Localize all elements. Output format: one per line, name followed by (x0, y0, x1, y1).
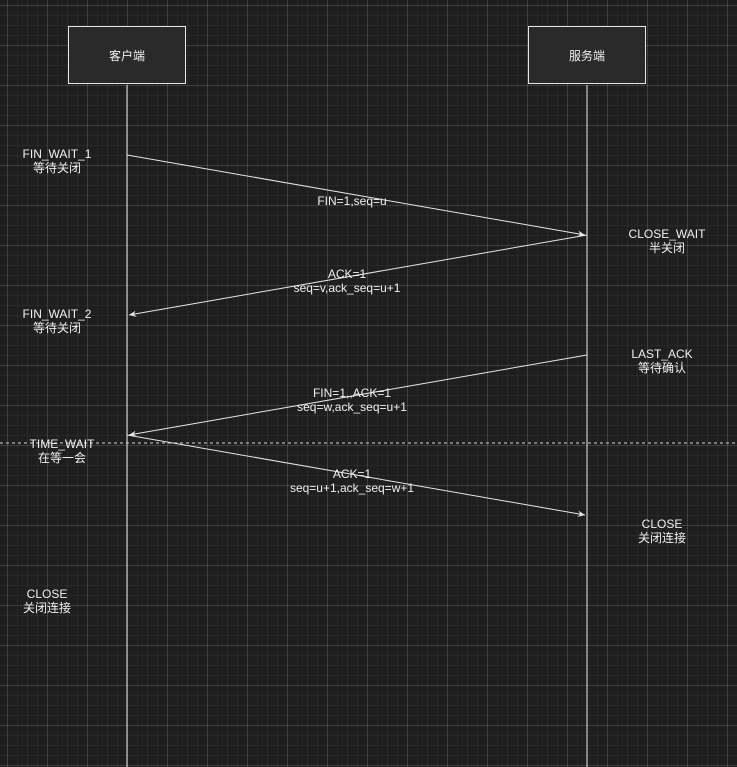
state-desc: 等待关闭 (32, 161, 81, 175)
server-state-close-wait: CLOSE_WAIT 半关闭 (619, 227, 715, 255)
server-actor-box[interactable]: 服务端 (528, 26, 646, 84)
state-desc: 半关闭 (648, 241, 685, 255)
message-line: FIN=1,seq=u (317, 194, 387, 208)
message-line: FIN=1,,ACK=1 (312, 386, 392, 400)
state-desc: 关闭连接 (637, 531, 686, 545)
client-state-fin-wait-1: FIN_WAIT_1 等待关闭 (14, 147, 100, 175)
message-line: seq=w,ack_seq=u+1 (297, 400, 407, 414)
state-desc: 在等一会 (37, 451, 86, 465)
server-state-close: CLOSE 关闭连接 (614, 517, 710, 545)
message-arrow-1 (126, 154, 586, 237)
message-label-1: FIN=1,seq=u (317, 194, 386, 208)
state-desc: 等待确认 (637, 361, 686, 375)
server-actor-label: 服务端 (568, 48, 605, 63)
server-state-last-ack: LAST_ACK 等待确认 (614, 347, 710, 375)
state-name: CLOSE (26, 587, 68, 601)
message-label-2: ACK=1 seq=v,ack_seq=u+1 (294, 267, 401, 295)
client-actor-label: 客户端 (108, 48, 145, 63)
state-name: CLOSE (641, 517, 683, 531)
message-line: ACK=1 (332, 467, 372, 481)
message-line: seq=u+1,ack_seq=w+1 (289, 481, 415, 495)
state-desc: 关闭连接 (22, 601, 71, 615)
message-line: seq=v,ack_seq=u+1 (293, 281, 401, 295)
state-name: LAST_ACK (631, 347, 693, 361)
message-arrow-3 (128, 354, 588, 437)
client-state-fin-wait-2: FIN_WAIT_2 等待关闭 (14, 307, 100, 335)
message-label-4: ACK=1 seq=u+1,ack_seq=w+1 (290, 467, 414, 495)
message-line: ACK=1 (327, 267, 367, 281)
message-label-3: FIN=1,,ACK=1 seq=w,ack_seq=u+1 (297, 386, 407, 414)
state-desc: 等待关闭 (32, 321, 81, 335)
client-state-close: CLOSE 关闭连接 (4, 587, 90, 615)
state-name: CLOSE_WAIT (628, 227, 706, 241)
message-arrow-2 (128, 234, 588, 317)
client-state-time-wait: TIME_WAIT 在等一会 (19, 437, 105, 465)
message-arrow-4 (126, 434, 586, 517)
client-actor-box[interactable]: 客户端 (68, 26, 186, 84)
state-name: TIME_WAIT (29, 437, 95, 451)
state-name: FIN_WAIT_1 (22, 147, 92, 161)
state-name: FIN_WAIT_2 (22, 307, 92, 321)
